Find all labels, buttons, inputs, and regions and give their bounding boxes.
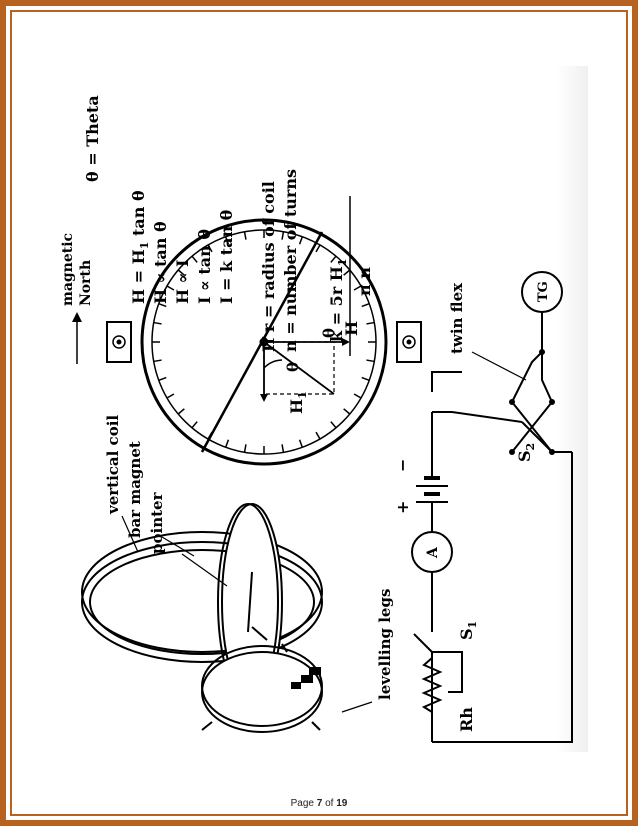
north-label: North bbox=[78, 260, 94, 306]
theta-inner-label: θ bbox=[284, 362, 302, 372]
dial-tick bbox=[224, 236, 230, 245]
dial-tick bbox=[361, 376, 370, 382]
dial-tick bbox=[158, 376, 167, 382]
condition-radius: If r = radius of coil bbox=[259, 181, 278, 352]
dial-tick bbox=[243, 231, 247, 240]
dial-tick bbox=[166, 285, 175, 291]
equation-h-equals: H = H1 tan θ bbox=[129, 190, 151, 304]
dial-tick bbox=[298, 439, 304, 448]
ammeter-label: A bbox=[425, 546, 441, 559]
page-inner-border bbox=[10, 10, 628, 816]
dial-tick bbox=[281, 444, 285, 453]
switch-s2-label: S2 bbox=[515, 443, 537, 462]
h1-vector-label: H1 bbox=[287, 391, 309, 414]
battery-plus-label: + bbox=[393, 501, 412, 514]
dial-tick bbox=[361, 302, 370, 308]
dial-tick bbox=[158, 302, 167, 308]
dial-tick bbox=[177, 269, 185, 276]
coil-apparatus bbox=[81, 503, 323, 733]
page-footer: Page 7 of 19 bbox=[290, 798, 348, 809]
dial-tick bbox=[191, 421, 198, 429]
dial-tick bbox=[281, 231, 285, 240]
bar-magnet-label: bar magnet bbox=[126, 441, 144, 538]
dial-tick bbox=[366, 321, 375, 325]
dial-tick bbox=[353, 393, 362, 399]
magnetic-label: magnetic bbox=[60, 233, 76, 306]
equation-block: θ = Theta H = H1 tan θ H ∝ tan θ H ∝ I I… bbox=[83, 95, 374, 356]
condition-turns: n = number of turns bbox=[281, 169, 300, 352]
theta-definition: θ = Theta bbox=[83, 95, 102, 182]
pointer-label: pointer bbox=[148, 491, 166, 554]
k-denominator: π n bbox=[355, 267, 374, 296]
levelling-legs-label: levelling legs bbox=[376, 589, 394, 700]
tangent-galvanometer-figure: vertical coil bar magnet pointer levelli… bbox=[60, 95, 573, 743]
dial-tick bbox=[243, 444, 247, 453]
equation-h-prop-tan: H ∝ tan θ bbox=[151, 221, 170, 304]
current-page-number: 7 bbox=[316, 798, 323, 809]
dial-tick bbox=[191, 255, 198, 263]
dial-tick bbox=[330, 255, 337, 263]
theta-outer-label: θ bbox=[320, 328, 338, 338]
dial-tick bbox=[153, 321, 162, 325]
equation-h-prop-i: H ∝ I bbox=[173, 260, 192, 305]
dial-tick bbox=[207, 244, 213, 253]
dial-tick bbox=[343, 269, 351, 276]
total-pages-number: 19 bbox=[336, 798, 348, 809]
battery-minus-label: − bbox=[393, 459, 412, 472]
vertical-coil-label: vertical coil bbox=[104, 415, 122, 515]
dial-tick bbox=[153, 359, 162, 363]
dial-tick bbox=[343, 408, 351, 415]
dial-tick bbox=[315, 244, 321, 253]
dial-tick bbox=[366, 359, 375, 363]
dial-tick bbox=[298, 236, 304, 245]
k-numerator: k = 5r H1 bbox=[327, 258, 349, 342]
tg-label: TG bbox=[536, 281, 551, 302]
dial-tick bbox=[166, 393, 175, 399]
switch-s1-label: S1 bbox=[457, 621, 479, 640]
equation-i-equals: I = k tan θ bbox=[217, 209, 236, 304]
dial-tick bbox=[330, 421, 337, 429]
dial-tick bbox=[177, 408, 185, 415]
dial-tick bbox=[224, 439, 230, 448]
twin-flex-label: twin flex bbox=[448, 282, 466, 354]
dial-tick bbox=[315, 431, 321, 440]
dial-tick bbox=[353, 285, 362, 291]
circuit-diagram bbox=[411, 271, 573, 743]
h-vector-label: H bbox=[342, 321, 361, 336]
compass-dial bbox=[106, 218, 422, 466]
rheostat-label: Rh bbox=[457, 707, 476, 732]
equation-i-prop-tan: I ∝ tan θ bbox=[195, 229, 214, 304]
